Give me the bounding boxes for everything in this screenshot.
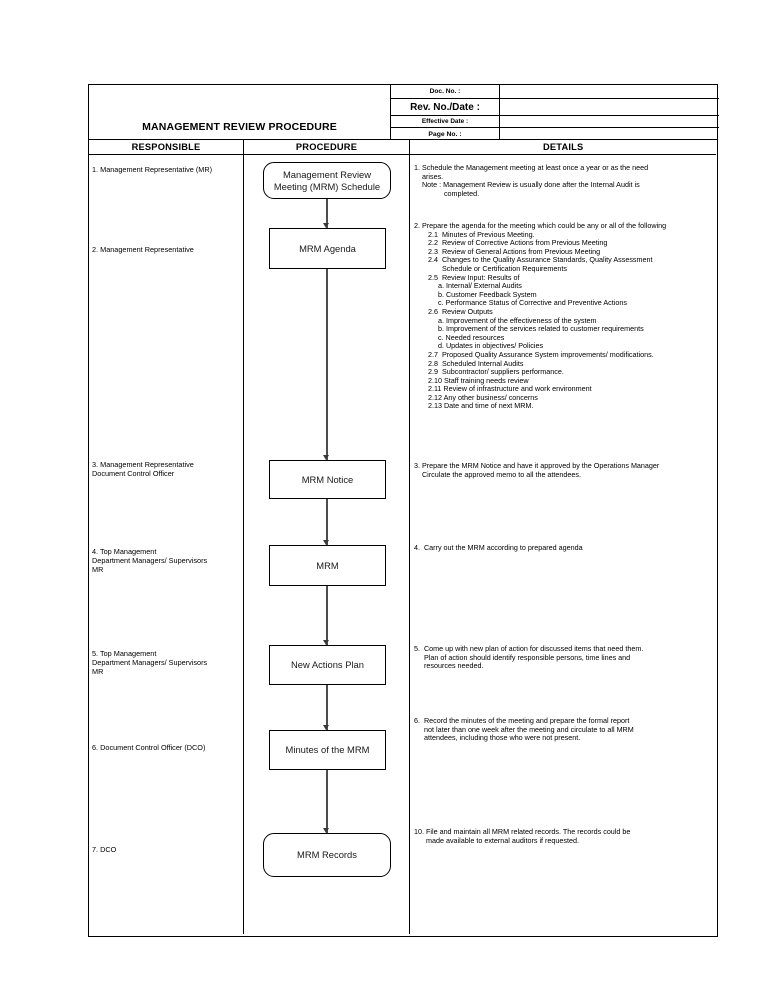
- title-block: MANAGEMENT REVIEW PROCEDURE Doc. No. : R…: [88, 84, 719, 140]
- flow-node-mrm-records[interactable]: MRM Records: [263, 833, 391, 877]
- meta-row-effective-date: Effective Date :: [391, 116, 719, 128]
- flow-node-mrm-notice[interactable]: MRM Notice: [269, 460, 386, 499]
- details-item-2: 2. Prepare the agenda for the meeting wh…: [414, 221, 667, 411]
- procedure-column: Management Review Meeting (MRM) Schedule…: [244, 155, 410, 935]
- connector-2: [326, 269, 328, 460]
- connector-1: [326, 199, 328, 228]
- meta-row-doc-no: Doc. No. :: [391, 85, 719, 99]
- meta-label-rev-no-date: Rev. No./Date :: [391, 99, 500, 115]
- details-item-10: 10. File and maintain all MRM related re…: [414, 827, 631, 845]
- meta-value-effective-date[interactable]: [500, 116, 719, 127]
- page-title: MANAGEMENT REVIEW PROCEDURE: [142, 121, 337, 133]
- arrow-6: [323, 828, 330, 833]
- arrow-5: [323, 725, 330, 730]
- flow-node-mrm[interactable]: MRM: [269, 545, 386, 586]
- arrow-1: [323, 223, 330, 228]
- responsible-item-1: 1. Management Representative (MR): [92, 165, 213, 174]
- column-header-procedure: PROCEDURE: [244, 140, 410, 155]
- arrow-2: [323, 455, 330, 460]
- details-item-1: 1. Schedule the Management meeting at le…: [414, 163, 649, 198]
- responsible-item-3: 3. Management Representative Document Co…: [92, 460, 194, 479]
- responsible-column: 1. Management Representative (MR) 2. Man…: [89, 155, 244, 935]
- document-frame: MANAGEMENT REVIEW PROCEDURE Doc. No. : R…: [88, 84, 719, 937]
- procedure-table: RESPONSIBLE PROCEDURE DETAILS 1. Managem…: [88, 139, 718, 937]
- responsible-item-4: 4. Top Management Department Managers/ S…: [92, 547, 208, 575]
- meta-value-doc-no[interactable]: [500, 85, 719, 98]
- flow-node-minutes-of-the-mrm[interactable]: Minutes of the MRM: [269, 730, 386, 770]
- connector-4: [326, 586, 328, 645]
- arrow-3: [323, 540, 330, 545]
- flow-node-new-actions-plan[interactable]: New Actions Plan: [269, 645, 386, 685]
- details-item-4: 4. Carry out the MRM according to prepar…: [414, 543, 583, 552]
- details-item-5: 5. Come up with new plan of action for d…: [414, 644, 644, 671]
- meta-row-rev-no-date: Rev. No./Date :: [391, 99, 719, 116]
- document-meta-table: Doc. No. : Rev. No./Date : Effective Dat…: [391, 85, 719, 140]
- document-title-cell: MANAGEMENT REVIEW PROCEDURE: [89, 85, 391, 140]
- responsible-item-6: 6. Document Control Officer (DCO): [92, 743, 206, 752]
- details-item-6: 6. Record the minutes of the meeting and…: [414, 716, 634, 743]
- connector-3: [326, 499, 328, 545]
- connector-6: [326, 770, 328, 833]
- meta-label-doc-no: Doc. No. :: [391, 85, 500, 98]
- column-header-details: DETAILS: [410, 140, 717, 155]
- responsible-item-2: 2. Management Representative: [92, 245, 194, 254]
- column-header-responsible: RESPONSIBLE: [89, 140, 244, 155]
- flow-node-mrm-agenda[interactable]: MRM Agenda: [269, 228, 386, 269]
- responsible-item-5: 5. Top Management Department Managers/ S…: [92, 649, 208, 677]
- arrow-4: [323, 640, 330, 645]
- meta-label-effective-date: Effective Date :: [391, 116, 500, 127]
- flow-node-mrm-schedule[interactable]: Management Review Meeting (MRM) Schedule: [263, 162, 391, 199]
- meta-value-rev-no-date[interactable]: [500, 99, 719, 115]
- meta-label-page-no: Page No. :: [391, 128, 500, 140]
- connector-5: [326, 685, 328, 730]
- details-column: 1. Schedule the Management meeting at le…: [410, 155, 716, 934]
- meta-row-page-no: Page No. :: [391, 128, 719, 140]
- responsible-item-7: 7. DCO: [92, 845, 117, 854]
- details-item-3: 3. Prepare the MRM Notice and have it ap…: [414, 461, 660, 479]
